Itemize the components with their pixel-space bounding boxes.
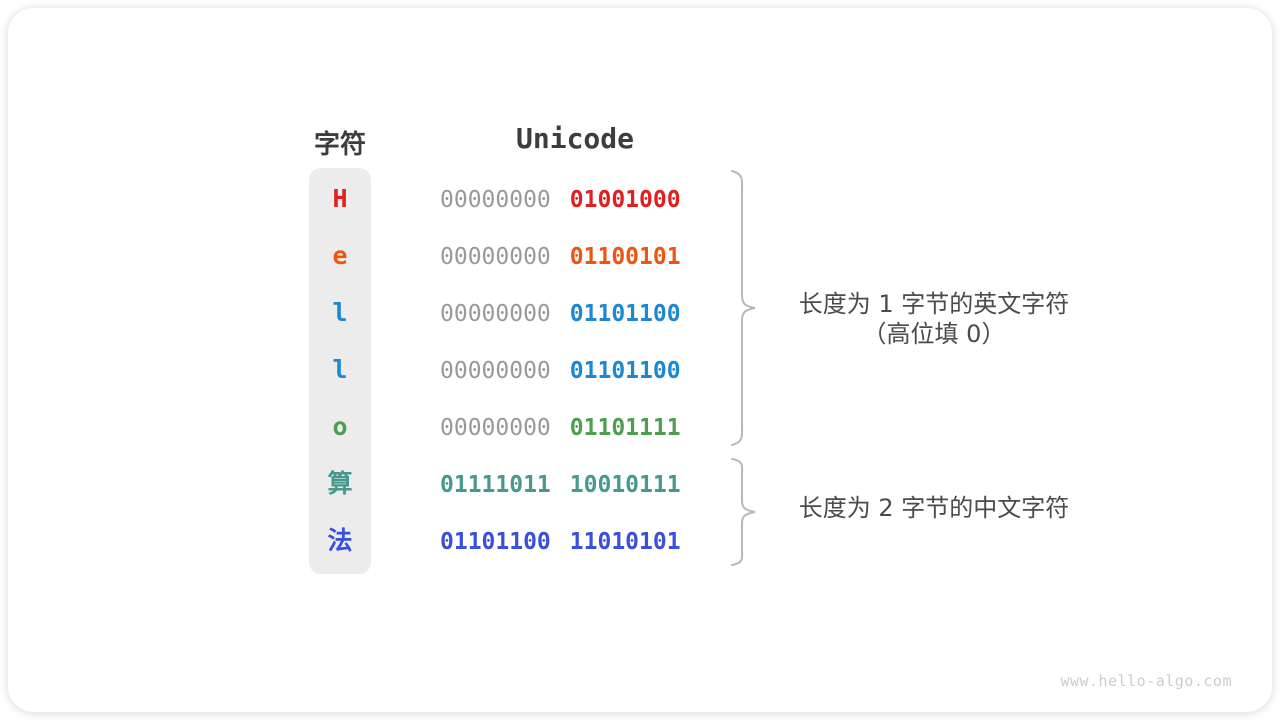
annotation-english-chars: 长度为 1 字节的英文字符 （高位填 0）: [778, 289, 1090, 349]
table-row-l1: l 00000000 01101100: [309, 297, 681, 329]
unicode-low-byte: 11010101: [569, 529, 681, 555]
unicode-high-byte: 00000000: [440, 244, 551, 270]
table-row-h: H 00000000 01001000: [309, 183, 681, 215]
brace-english-group: [731, 170, 756, 446]
character-cell: o: [332, 412, 348, 441]
unicode-high-byte: 01111011: [440, 472, 551, 498]
annotation-line: 长度为 1 字节的英文字符: [798, 290, 1070, 318]
table-row-fa: 法 01101100 11010101: [309, 525, 681, 557]
unicode-high-byte: 01101100: [440, 529, 551, 555]
table-row-o: o 00000000 01101111: [309, 411, 681, 443]
diagram-card: 字符 Unicode H 00000000 01001000 e 0000000…: [8, 8, 1272, 712]
unicode-high-byte: 00000000: [440, 187, 551, 213]
unicode-high-byte: 00000000: [440, 301, 551, 327]
column-header-character: 字符: [313, 130, 366, 160]
unicode-low-byte: 01001000: [569, 187, 681, 213]
table-row-e: e 00000000 01100101: [309, 240, 681, 272]
character-cell: l: [332, 355, 348, 384]
brace-chinese-group: [731, 458, 756, 566]
unicode-high-byte: 00000000: [440, 415, 551, 441]
unicode-low-byte: 01100101: [569, 244, 681, 270]
unicode-high-byte: 00000000: [440, 358, 551, 384]
unicode-low-byte: 10010111: [569, 472, 681, 498]
character-cell: e: [332, 241, 348, 270]
site-watermark: www.hello-algo.com: [1060, 672, 1232, 690]
annotation-line: 长度为 2 字节的中文字符: [798, 494, 1070, 522]
table-row-suan: 算 01111011 10010111: [309, 468, 681, 500]
unicode-low-byte: 01101100: [569, 301, 681, 327]
character-column-background: [309, 168, 371, 574]
character-cell: 法: [327, 526, 353, 555]
annotation-chinese-chars: 长度为 2 字节的中文字符: [778, 493, 1090, 523]
table-row-l2: l 00000000 01101100: [309, 354, 681, 386]
annotation-line: （高位填 0）: [862, 320, 1006, 348]
unicode-low-byte: 01101100: [569, 358, 681, 384]
character-cell: H: [332, 184, 348, 213]
character-cell: l: [332, 298, 348, 327]
column-header-unicode: Unicode: [516, 122, 635, 155]
character-cell: 算: [327, 469, 353, 498]
unicode-low-byte: 01101111: [569, 415, 681, 441]
